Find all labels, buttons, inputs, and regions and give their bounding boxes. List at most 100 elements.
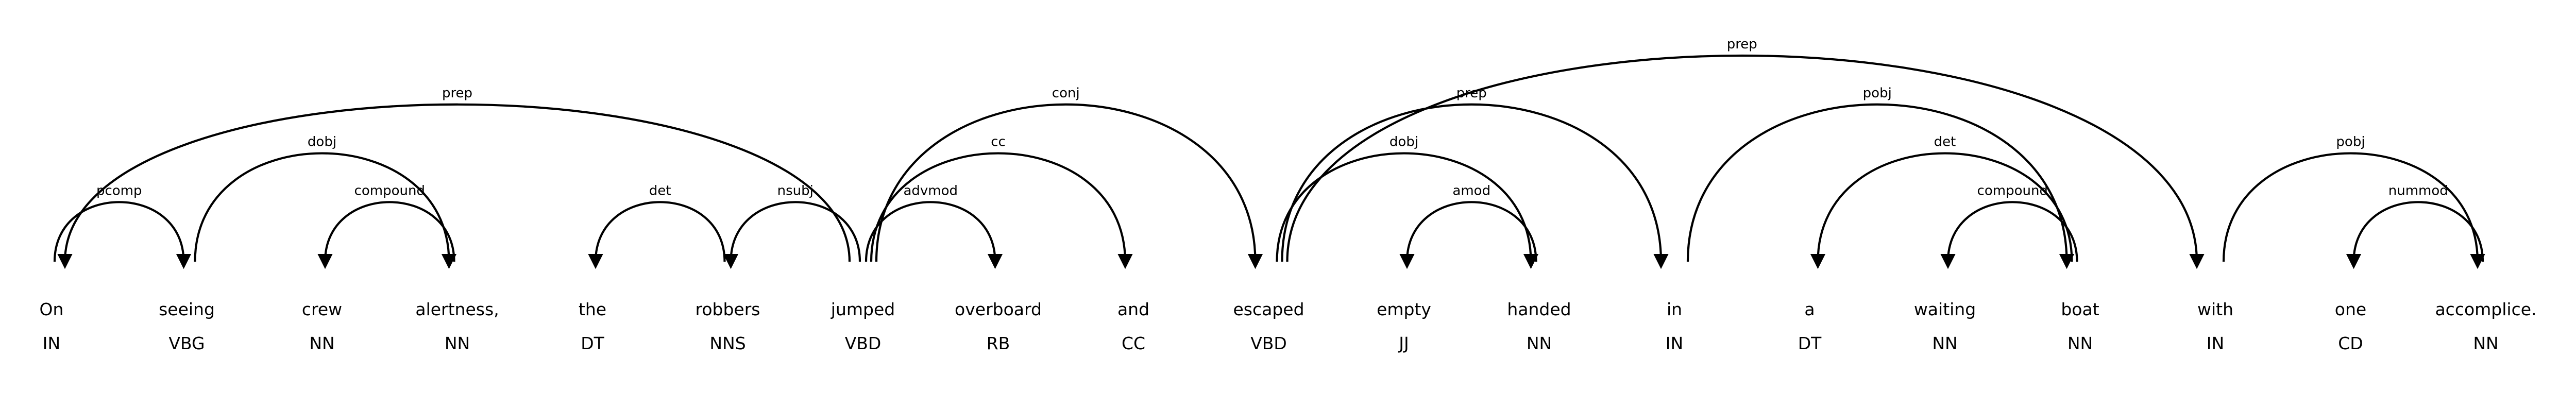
arc-label: compound — [1977, 183, 2048, 198]
arc-curve — [1286, 54, 2198, 262]
arc-label: compound — [354, 183, 425, 198]
arc-label: nummod — [2388, 183, 2448, 198]
arrowhead-icon — [1117, 254, 1133, 269]
arrowhead-icon — [1247, 254, 1263, 269]
arc-label: cc — [991, 134, 1006, 150]
token-word: crew — [302, 299, 342, 319]
token-pos-tag: NN — [445, 333, 470, 353]
token-pos-tag: VBD — [845, 333, 882, 353]
token-word: and — [1117, 299, 1149, 319]
arrowhead-icon — [2189, 254, 2205, 269]
token-pos-tag: VBD — [1250, 333, 1287, 353]
arrowhead-icon — [176, 254, 192, 269]
arc-curve — [865, 201, 996, 262]
arc-curve — [53, 201, 185, 262]
arc-curve — [324, 201, 455, 262]
token-pos-tag: NN — [2067, 333, 2093, 353]
arc-label: conj — [1052, 86, 1080, 101]
arrowhead-icon — [1810, 254, 1826, 269]
token: accomplice. NN — [2435, 299, 2536, 353]
dependency-arc: advmod — [865, 183, 1003, 269]
arc-curve — [63, 103, 851, 262]
token-pos-tag: IN — [1666, 333, 1683, 353]
token-word: accomplice. — [2435, 299, 2536, 319]
token-pos-tag: CD — [2338, 333, 2363, 353]
arrowhead-icon — [2470, 254, 2485, 269]
arc-curve — [594, 201, 726, 262]
token-word: boat — [2061, 299, 2099, 319]
token-pos-tag: NN — [309, 333, 334, 353]
dependency-arc: pcomp — [53, 183, 192, 269]
token-word: alertness, — [415, 299, 499, 319]
arc-label: pobj — [1863, 86, 1892, 101]
arc-curve — [875, 103, 1257, 262]
token-pos-tag: VBG — [168, 333, 205, 353]
dependency-arc: prep — [1286, 37, 2205, 269]
dependency-arc: dobj — [1276, 134, 1539, 269]
dependency-arc: pobj — [2222, 134, 2485, 269]
arc-label: det — [1934, 134, 1956, 150]
arc-curve — [1686, 103, 2068, 262]
arc-curve — [730, 201, 861, 262]
token-pos-tag: IN — [43, 333, 60, 353]
token-pos-tag: IN — [2207, 333, 2224, 353]
token-pos-tag: NNS — [709, 333, 745, 353]
token-word: seeing — [159, 299, 215, 319]
arrowhead-icon — [317, 254, 333, 269]
token-word: in — [1667, 299, 1682, 319]
arc-curve — [1946, 201, 2078, 262]
token-pos-tag: NN — [1527, 333, 1552, 353]
dependency-arc: compound — [1940, 183, 2078, 269]
arc-label: det — [649, 183, 671, 198]
arc-label: prep — [442, 86, 472, 101]
arc-label: nsubj — [777, 183, 814, 198]
token-word: one — [2335, 299, 2366, 319]
arc-curve — [2222, 152, 2479, 262]
token-word: a — [1804, 299, 1815, 319]
dependency-arc: dobj — [194, 134, 457, 269]
arc-curve — [1405, 201, 1537, 262]
arc-label: pobj — [2336, 134, 2365, 150]
token-word: On — [40, 299, 64, 319]
token-pos-tag: NN — [2473, 333, 2498, 353]
arc-label: pcomp — [96, 183, 142, 198]
token-word: overboard — [955, 299, 1042, 319]
dependency-arc: prep — [1281, 86, 1669, 269]
token-word: waiting — [1914, 299, 1976, 319]
arc-curve — [1817, 152, 2073, 262]
token-pos-tag: RB — [987, 333, 1010, 353]
arrowhead-icon — [441, 254, 457, 269]
arc-curve — [194, 152, 450, 262]
dependency-arc: det — [588, 183, 726, 269]
arc-label: advmod — [903, 183, 958, 198]
arc-label: dobj — [1389, 134, 1418, 150]
arc-label: dobj — [308, 134, 336, 150]
token-word: with — [2197, 299, 2233, 319]
token-word: robbers — [696, 299, 760, 319]
token-pos-tag: DT — [581, 333, 604, 353]
arrowhead-icon — [2059, 254, 2075, 269]
token: aDT — [1798, 299, 1822, 353]
arrowhead-icon — [1940, 254, 1956, 269]
arrowhead-icon — [1523, 254, 1539, 269]
arrowhead-icon — [723, 254, 739, 269]
arrowhead-icon — [588, 254, 603, 269]
dependency-arc: nsubj — [723, 183, 861, 269]
arrowhead-icon — [57, 254, 73, 269]
arrowhead-icon — [2346, 254, 2362, 269]
